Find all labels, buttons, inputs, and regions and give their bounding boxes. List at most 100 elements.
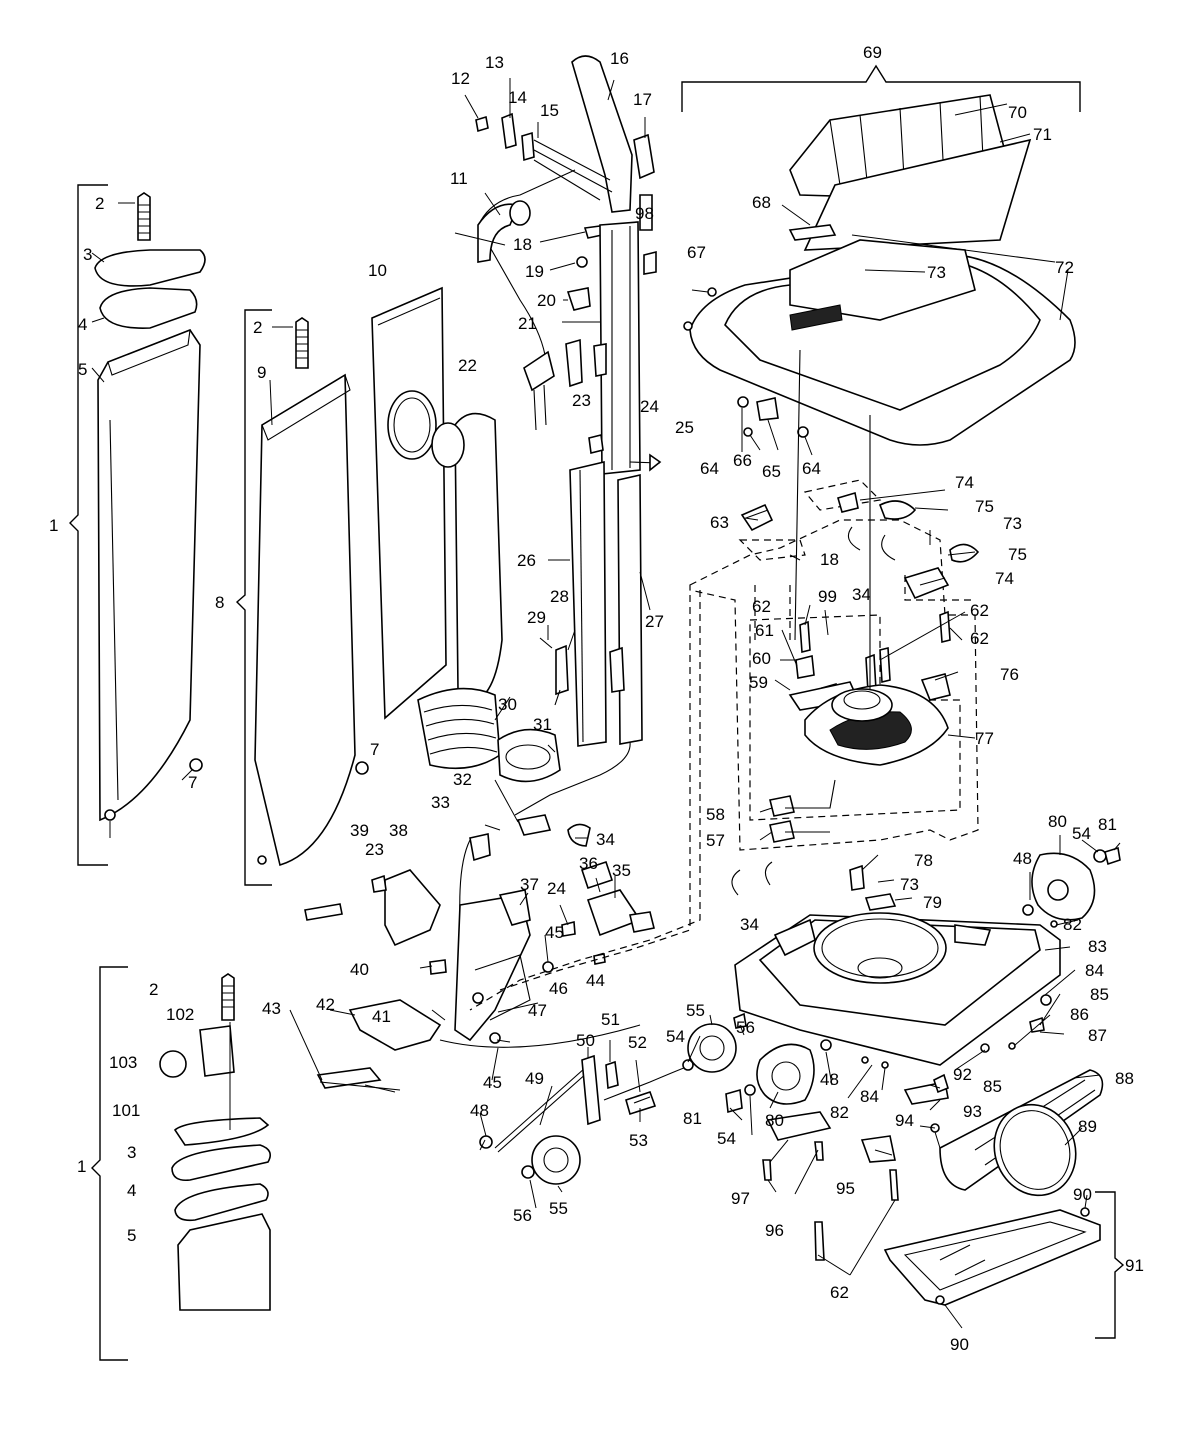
label-11: 11 — [450, 169, 468, 188]
label-98: 98 — [635, 204, 654, 223]
label-29: 29 — [527, 608, 546, 627]
label-77: 77 — [975, 729, 994, 748]
label-85: 85 — [1090, 985, 1109, 1004]
label-89: 89 — [1078, 1117, 1097, 1136]
label-35: 35 — [612, 861, 631, 880]
label-83: 83 — [1088, 937, 1107, 956]
label-74: 74 — [995, 569, 1014, 588]
label-24: 24 — [547, 879, 566, 898]
label-13: 13 — [485, 53, 504, 72]
label-63: 63 — [710, 513, 729, 532]
label-5: 5 — [127, 1226, 136, 1245]
label-23: 23 — [572, 391, 591, 410]
label-53: 53 — [629, 1131, 648, 1150]
label-82: 82 — [1063, 915, 1082, 934]
label-4: 4 — [127, 1181, 136, 1200]
label-55: 55 — [549, 1199, 568, 1218]
label-45: 45 — [483, 1073, 502, 1092]
label-88: 88 — [1115, 1069, 1134, 1088]
label-5: 5 — [78, 360, 87, 379]
label-17: 17 — [633, 90, 652, 109]
label-69: 69 — [863, 43, 882, 62]
label-18: 18 — [820, 550, 839, 569]
label-7: 7 — [370, 740, 379, 759]
label-2: 2 — [253, 318, 262, 337]
label-76: 76 — [1000, 665, 1019, 684]
label-75: 75 — [1008, 545, 1027, 564]
label-54: 54 — [717, 1129, 736, 1148]
label-72: 72 — [1055, 258, 1074, 277]
label-38: 38 — [389, 821, 408, 840]
label-85: 85 — [983, 1077, 1002, 1096]
label-27: 27 — [645, 612, 664, 631]
label-28: 28 — [550, 587, 569, 606]
label-68: 68 — [752, 193, 771, 212]
label-82: 82 — [830, 1103, 849, 1122]
label-67: 67 — [687, 243, 706, 262]
outer-bag-assembly-bottom — [91, 966, 271, 1361]
label-60: 60 — [752, 649, 771, 668]
label-47: 47 — [528, 1001, 547, 1020]
label-33: 33 — [431, 793, 450, 812]
label-59: 59 — [749, 673, 768, 692]
label-71: 71 — [1033, 125, 1052, 144]
label-79: 79 — [923, 893, 942, 912]
label-92: 92 — [953, 1065, 972, 1084]
label-84: 84 — [860, 1087, 879, 1106]
label-43: 43 — [262, 999, 281, 1018]
label-64: 64 — [700, 459, 719, 478]
label-58: 58 — [706, 805, 725, 824]
label-73: 73 — [1003, 514, 1022, 533]
label-23: 23 — [365, 840, 384, 859]
label-84: 84 — [1085, 961, 1104, 980]
label-16: 16 — [610, 49, 629, 68]
label-93: 93 — [963, 1102, 982, 1121]
label-46: 46 — [549, 979, 568, 998]
label-25: 25 — [675, 418, 694, 437]
label-52: 52 — [628, 1033, 647, 1052]
label-57: 57 — [706, 831, 725, 850]
label-1: 1 — [77, 1157, 86, 1176]
label-37: 37 — [520, 875, 539, 894]
label-86: 86 — [1070, 1005, 1089, 1024]
label-102: 102 — [166, 1005, 194, 1024]
label-55: 55 — [686, 1001, 705, 1020]
label-48: 48 — [1013, 849, 1032, 868]
label-20: 20 — [537, 291, 556, 310]
label-70: 70 — [1008, 103, 1027, 122]
label-62: 62 — [752, 597, 771, 616]
label-4: 4 — [78, 315, 87, 334]
label-3: 3 — [127, 1143, 136, 1162]
label-48: 48 — [470, 1101, 489, 1120]
label-1: 1 — [49, 516, 58, 535]
inner-bag-assembly — [235, 309, 369, 886]
label-12: 12 — [451, 69, 470, 88]
handle-release-mechanism — [304, 860, 655, 1091]
label-75: 75 — [975, 497, 994, 516]
label-10: 10 — [368, 261, 387, 280]
label-8: 8 — [215, 593, 224, 612]
label-51: 51 — [601, 1010, 620, 1029]
label-62: 62 — [970, 601, 989, 620]
label-34: 34 — [740, 915, 759, 934]
leader-lines — [289, 78, 1121, 1329]
label-30: 30 — [498, 695, 517, 714]
label-2: 2 — [95, 194, 104, 213]
label-103: 103 — [109, 1053, 137, 1072]
label-56: 56 — [513, 1206, 532, 1225]
label-2: 2 — [149, 980, 158, 999]
label-81: 81 — [683, 1109, 702, 1128]
brushroll-belt-bottomplate — [883, 1069, 1125, 1339]
label-74: 74 — [955, 473, 974, 492]
label-49: 49 — [525, 1069, 544, 1088]
hood-assembly — [681, 64, 1081, 446]
label-99: 99 — [818, 587, 837, 606]
label-48: 48 — [820, 1070, 839, 1089]
label-45: 45 — [545, 923, 564, 942]
label-73: 73 — [927, 263, 946, 282]
label-18: 18 — [513, 235, 532, 254]
motor-assembly — [469, 349, 980, 1011]
label-22: 22 — [458, 356, 477, 375]
label-81: 81 — [1098, 815, 1117, 834]
